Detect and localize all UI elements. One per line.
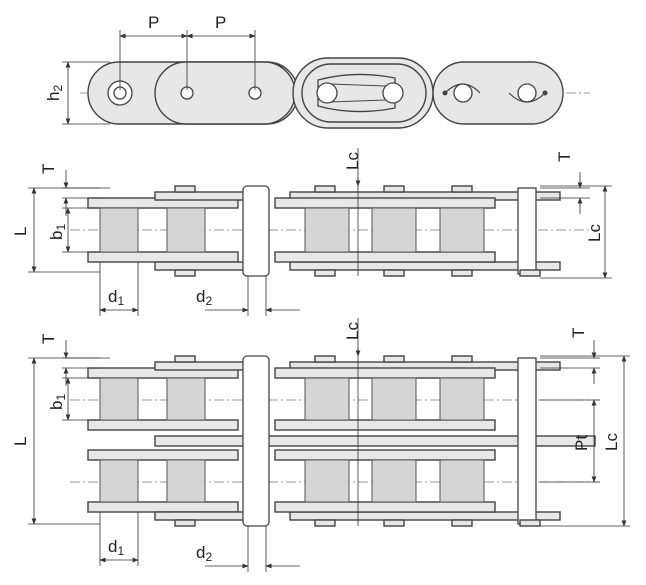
double-T-left-label: T bbox=[39, 334, 58, 344]
inner-plate-1 bbox=[154, 61, 296, 125]
double-Lc-right-label: Lc bbox=[602, 433, 621, 451]
single-d2-label: d2 bbox=[196, 287, 212, 308]
double-strand-view: T L b1 Lc T Pt Lc bbox=[11, 318, 630, 572]
double-d1-label: d1 bbox=[108, 537, 124, 558]
single-Lc-right-label: Lc bbox=[585, 224, 604, 242]
pitch-label-2: P bbox=[215, 13, 226, 32]
double-d2-label: d2 bbox=[196, 543, 212, 564]
double-L-label: L bbox=[11, 437, 30, 446]
side-view: P P h2 bbox=[44, 13, 590, 129]
single-T-right-label: T bbox=[555, 152, 574, 162]
double-b1-label: b1 bbox=[47, 394, 68, 410]
double-Lc-top-label: Lc bbox=[343, 322, 362, 340]
pitch-label-1: P bbox=[148, 13, 159, 32]
double-T-right-label: T bbox=[569, 328, 588, 338]
single-T-left-label: T bbox=[39, 164, 58, 174]
single-strand-view: T L b1 Lc T Lc d1 bbox=[11, 148, 612, 316]
plate-height-label: h2 bbox=[44, 85, 65, 101]
single-L-label: L bbox=[11, 227, 30, 236]
single-b1-label: b1 bbox=[47, 224, 68, 240]
outer-plate-2 bbox=[432, 61, 564, 125]
double-Pt-label: Pt bbox=[572, 435, 591, 451]
single-Lc-top-label: Lc bbox=[343, 152, 362, 170]
single-d1-label: d1 bbox=[108, 287, 124, 308]
